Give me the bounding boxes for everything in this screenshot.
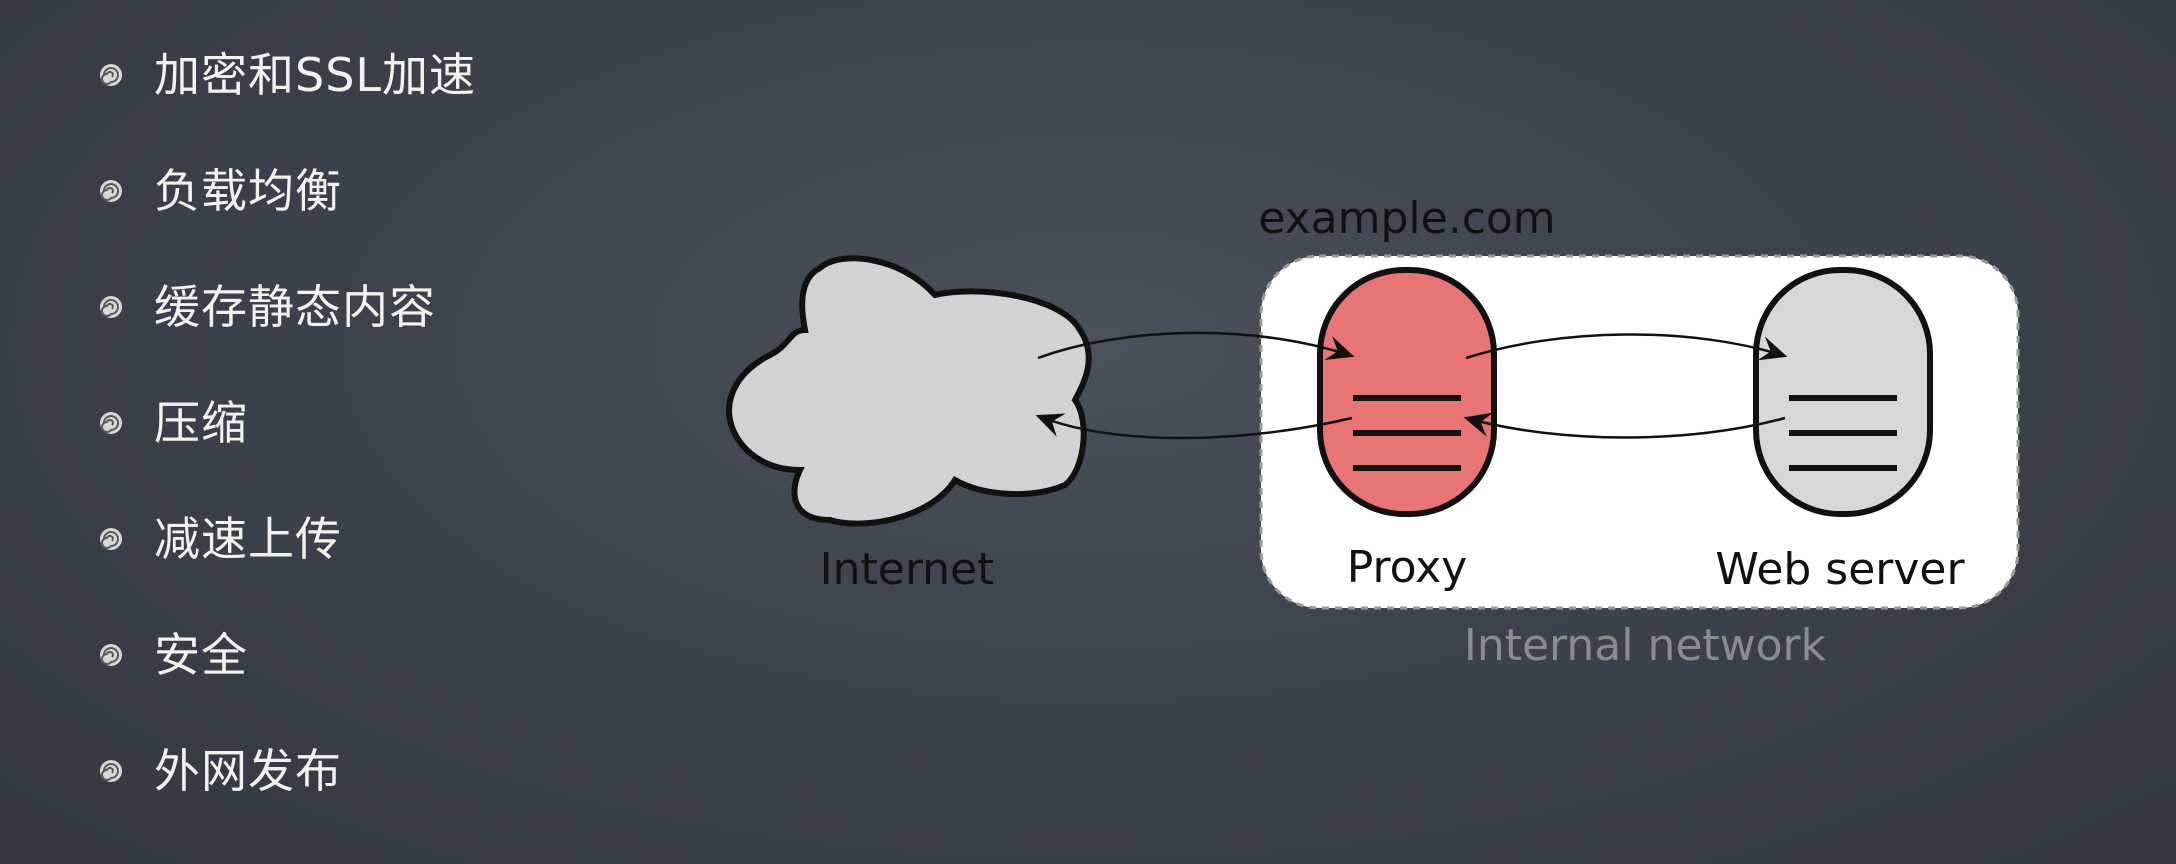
bullet-item: 负载均衡	[96, 158, 476, 274]
spiral-bullet-icon	[100, 528, 122, 550]
bullet-text: 缓存静态内容	[154, 280, 436, 334]
arrow-internet-to-proxy	[1037, 331, 1355, 360]
spiral-bullet-icon	[100, 412, 122, 434]
bullet-item: 压缩	[96, 390, 476, 506]
proxy-label: Proxy	[1347, 542, 1468, 593]
bullet-text: 加密和SSL加速	[154, 48, 477, 102]
arrow-proxy-to-webserver	[1465, 333, 1788, 361]
bullet-item: 减速上传	[96, 506, 476, 622]
bullet-item: 缓存静态内容	[96, 274, 476, 390]
webserver-label: Web server	[1715, 544, 1965, 595]
web-server-shape	[1753, 267, 1933, 517]
arrow-proxy-to-internet	[1035, 413, 1353, 440]
internet-cloud	[726, 255, 1092, 527]
bullet-text: 负载均衡	[154, 164, 342, 218]
bullet-item: 安全	[96, 622, 476, 738]
bullet-list: 加密和SSL加速 负载均衡 缓存静态内容 压缩 减速上传 安	[96, 42, 476, 854]
bullet-text: 安全	[154, 628, 248, 682]
bullet-item: 外网发布	[96, 738, 476, 854]
spiral-bullet-icon	[100, 760, 122, 782]
bullet-text: 压缩	[154, 396, 248, 450]
spiral-bullet-icon	[100, 64, 122, 86]
proxy-server-shape	[1317, 267, 1497, 517]
spiral-bullet-icon	[100, 180, 122, 202]
internal-network-label: Internal network	[1464, 620, 1827, 671]
internet-label: Internet	[820, 544, 995, 595]
arrow-webserver-to-proxy	[1463, 412, 1786, 439]
bullet-text: 外网发布	[154, 744, 342, 798]
spiral-bullet-icon	[100, 296, 122, 318]
bullet-text: 减速上传	[154, 512, 342, 566]
domain-label: example.com	[1258, 193, 1555, 244]
spiral-bullet-icon	[100, 644, 122, 666]
bullet-item: 加密和SSL加速	[96, 42, 476, 158]
